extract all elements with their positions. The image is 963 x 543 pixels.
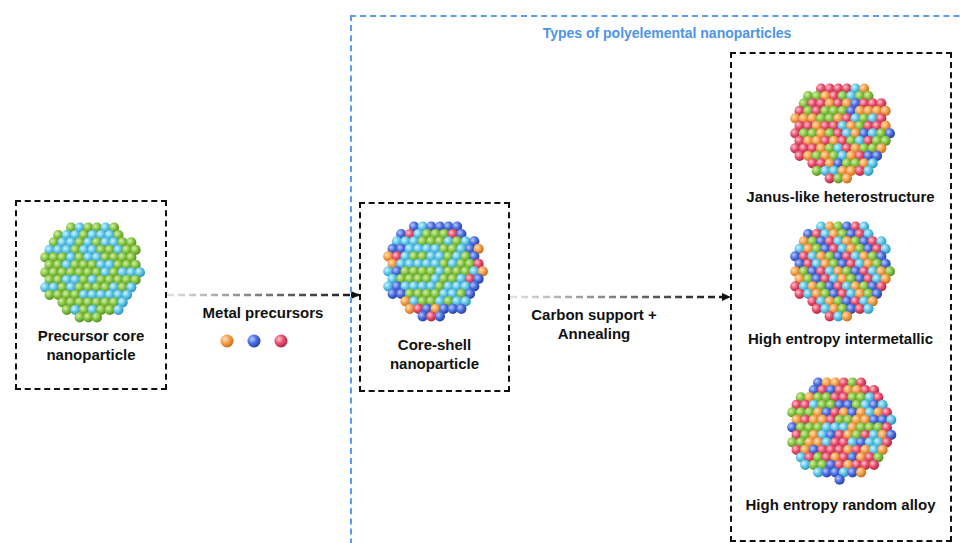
nanoparticle-illustration xyxy=(780,367,902,489)
nanoparticle-illustration xyxy=(783,73,899,189)
nanoparticle-illustration xyxy=(783,211,899,327)
nanoparticle-item: Janus-like heterostructure xyxy=(732,69,949,212)
node-label: High entropy random alloy xyxy=(736,495,945,514)
dashed-arrow xyxy=(167,294,359,297)
types-region: Types of polyelemental nanoparticlesCore… xyxy=(350,15,963,543)
nanoparticle-illustration xyxy=(374,209,494,329)
node-label: High entropy intermetallic xyxy=(736,329,945,348)
node-label: Core-shell nanoparticle xyxy=(365,335,504,373)
nanoparticle-item: High entropy intermetallic xyxy=(732,211,949,354)
node-label: Janus-like heterostructure xyxy=(736,187,945,206)
dashed-box: Janus-like heterostructureHigh entropy i… xyxy=(730,52,952,542)
dashed-arrow xyxy=(510,296,730,299)
blue-precursor xyxy=(248,335,261,348)
pink-precursor xyxy=(275,335,288,348)
nanoparticle-illustration xyxy=(31,210,151,330)
orange-precursor xyxy=(221,335,234,348)
dashed-box: Precursor core nanoparticle xyxy=(15,200,167,390)
region-title: Types of polyelemental nanoparticles xyxy=(502,24,832,43)
edge-label: Carbon support + Annealing xyxy=(522,305,666,343)
node-label: Precursor core nanoparticle xyxy=(21,326,161,364)
dashed-box: Core-shell nanoparticle xyxy=(359,202,510,392)
nanoparticle-item: High entropy random alloy xyxy=(732,367,949,520)
edge-label: Metal precursors xyxy=(176,303,350,322)
